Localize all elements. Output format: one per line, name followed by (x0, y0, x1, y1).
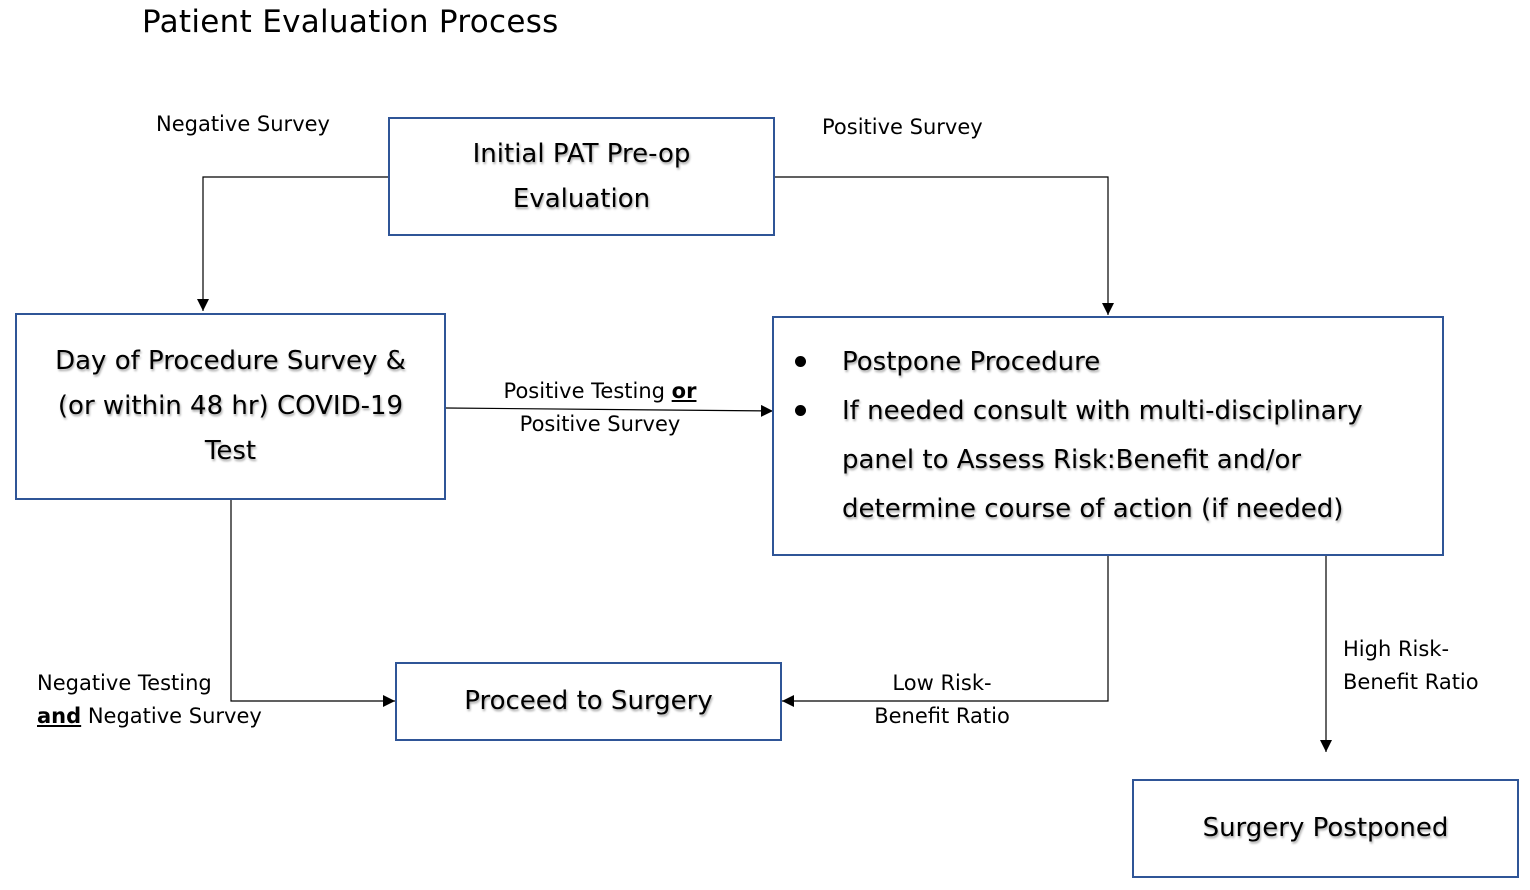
label-positive-survey: Positive Survey (822, 115, 983, 139)
postpone-bullet-1: Postpone Procedure (774, 338, 1432, 387)
label-positive-testing: Positive Testing or Positive Survey (503, 379, 697, 436)
node-initial-line-1: Initial PAT Pre-op (472, 138, 691, 169)
node-postpone-procedure: Postpone Procedure If needed consult wit… (772, 316, 1444, 556)
postpone-bullet-2-line-2: panel to Assess Risk:Benefit and/or (842, 445, 1302, 475)
node-day-of-line-2: (or within 48 hr) COVID-19 (57, 391, 404, 421)
label-negative-survey: Negative Survey (156, 112, 330, 136)
edge-low-risk (782, 555, 1109, 707)
edge-positive-testing (445, 404, 774, 417)
node-initial-line-2: Evaluation (512, 183, 651, 214)
postpone-bullet-2: If needed consult with multi-disciplinar… (774, 387, 1432, 534)
node-initial-evaluation: Initial PAT Pre-op Evaluation (388, 117, 775, 236)
diagram-title: Patient Evaluation Process (142, 4, 559, 40)
node-day-of-procedure: Day of Procedure Survey & (or within 48 … (15, 313, 446, 500)
edge-positive-survey (774, 176, 1114, 315)
postpone-bullet-2-line-1: If needed consult with multi-disciplinar… (842, 396, 1363, 426)
node-proceed-label: Proceed to Surgery (464, 686, 713, 716)
postpone-bullet-list: Postpone Procedure If needed consult wit… (774, 338, 1432, 534)
edge-negative-testing (230, 499, 395, 707)
node-surgery-postponed: Surgery Postponed (1132, 779, 1519, 878)
node-proceed-to-surgery: Proceed to Surgery (395, 662, 782, 741)
node-day-of-line-1: Day of Procedure Survey & (55, 346, 406, 376)
edge-negative-survey (197, 176, 389, 311)
postpone-bullet-2-line-3: determine course of action (if needed) (842, 494, 1344, 524)
label-low-risk: Low Risk- Benefit Ratio (874, 671, 1010, 728)
label-high-risk: High Risk- Benefit Ratio (1343, 637, 1479, 694)
node-postponed-label: Surgery Postponed (1202, 813, 1449, 843)
label-negative-testing: Negative Testing and Negative Survey (37, 671, 262, 728)
node-day-of-line-3: Test (204, 436, 257, 466)
